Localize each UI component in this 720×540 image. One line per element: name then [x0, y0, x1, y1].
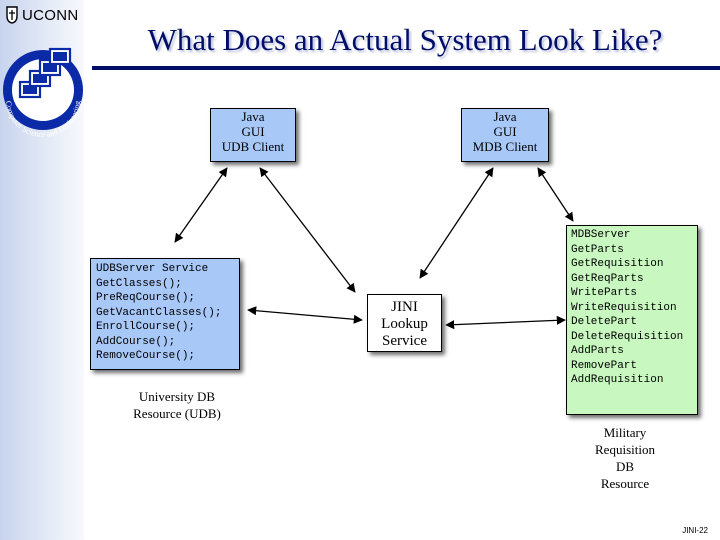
mdb-server-line: GetParts	[571, 243, 624, 256]
university-seal-icon	[6, 6, 18, 24]
arrow-udb-server-to-jini	[247, 306, 363, 324]
udb-server-line: UDBServer Service	[96, 263, 209, 275]
slide-title: What Does an Actual System Look Like?	[147, 22, 663, 57]
mdb-client-line: GUI	[493, 124, 517, 139]
udb-client-line: UDB Client	[221, 139, 285, 154]
udb-client-line: GUI	[241, 124, 265, 139]
jini-lookup-line: JINI	[391, 299, 418, 315]
mdb-server-line: AddParts	[571, 345, 624, 357]
department-logo: Computer Science and Engineering	[0, 28, 84, 152]
mdb-server-line: GetRequisition	[571, 258, 664, 270]
udb-server-line: PreReqCourse();	[96, 292, 196, 304]
mdb-resource-label: Military Requisition DB Resource	[580, 424, 670, 492]
title-divider	[92, 66, 720, 70]
jini-lookup-line: Lookup	[381, 316, 428, 332]
mdb-server-line: DeleteRequisition	[571, 330, 684, 343]
mdb-server-line: WriteRequisition	[571, 301, 677, 314]
udb-resource-line: Resource (UDB)	[133, 406, 221, 421]
mdb-server-line: WriteParts	[571, 287, 638, 299]
mdb-resource-line: DB	[615, 459, 635, 474]
mdb-server-line: DeletePart	[571, 316, 638, 328]
udb-resource-line: University DB	[138, 389, 216, 404]
brand-name: UCONN	[22, 6, 79, 24]
slide-number: JINI-22	[682, 526, 708, 535]
jini-lookup-box: JINI Lookup Service	[367, 294, 442, 352]
udb-client-box: Java GUI UDB Client	[210, 108, 296, 162]
arrow-mdb-client-to-jini	[419, 167, 494, 279]
udb-resource-label: University DB Resource (UDB)	[118, 388, 236, 422]
mdb-server-box: MDBServer GetParts GetRequisition GetReq…	[566, 225, 698, 415]
mdb-server-line: MDBServer	[571, 229, 631, 241]
arrow-mdb-server-to-jini	[445, 315, 566, 330]
udb-server-line: GetVacantClasses();	[96, 306, 222, 319]
mdb-server-line: GetReqParts	[571, 272, 644, 285]
mdb-client-line: MDB Client	[472, 139, 538, 154]
mdb-resource-line: Military	[603, 425, 647, 440]
udb-client-line: Java	[241, 109, 265, 124]
mdb-resource-line: Resource	[600, 476, 650, 491]
jini-lookup-line: Service	[382, 333, 427, 349]
mdb-server-line: AddRequisition	[571, 374, 664, 386]
udb-server-line: GetClasses();	[96, 277, 182, 290]
mdb-client-line: Java	[493, 109, 517, 124]
arrow-mdb-client-to-mdb-server	[537, 167, 574, 222]
mdb-server-line: RemovePart	[571, 359, 638, 372]
arrow-udb-client-to-udb-server	[174, 167, 228, 243]
brand: UCONN	[6, 5, 79, 25]
mdb-client-box: Java GUI MDB Client	[461, 108, 549, 162]
udb-server-line: RemoveCourse();	[96, 350, 196, 362]
udb-server-line: EnrollCourse();	[96, 321, 196, 333]
mdb-resource-line: Requisition	[595, 442, 655, 457]
udb-server-line: AddCourse();	[96, 335, 176, 348]
computer-network-icon: Computer Science and Engineering	[3, 47, 83, 139]
udb-server-box: UDBServer Service GetClasses(); PreReqCo…	[90, 258, 240, 370]
arrow-udb-client-to-jini	[259, 167, 356, 293]
